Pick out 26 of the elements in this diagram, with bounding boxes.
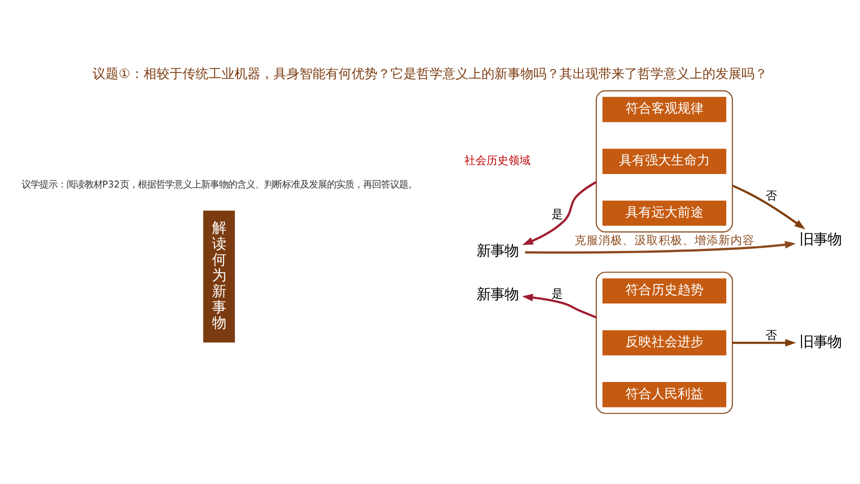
cluster bbox=[596, 272, 733, 414]
edge-label: 克服消极、汲取积极、增添新内容 bbox=[574, 233, 754, 248]
arrow bbox=[732, 339, 796, 347]
node-box: 反映社会进步 bbox=[602, 329, 727, 356]
edge-label: 否 bbox=[765, 328, 778, 342]
edge-label: 否 bbox=[765, 188, 778, 202]
label: 社会历史领域 bbox=[464, 154, 530, 167]
node-text: 新事物 bbox=[476, 286, 518, 303]
label: 议学提示：阅读教材P32页，根据哲学意义上新事物的含义、判断标准及发展的实质，再回答议题。 bbox=[21, 180, 417, 191]
node-text: 旧事物 bbox=[800, 334, 842, 350]
edge-label: 是 bbox=[551, 286, 564, 300]
node-box: 解读何为新事物 bbox=[203, 210, 235, 342]
arrow bbox=[732, 184, 806, 230]
node-text: 旧事物 bbox=[800, 232, 842, 248]
node-box: 符合历史趋势 bbox=[602, 278, 727, 304]
node-box: 符合人民利益 bbox=[602, 381, 727, 408]
diagram-title: 议题①：相较于传统工业机器，具身智能有何优势？它是哲学意义上的新事物吗？其出现带来了哲学意义上的发展吗？ bbox=[92, 67, 768, 82]
node-box: 具有强大生命力 bbox=[602, 148, 727, 175]
node-box: 具有远大前途 bbox=[602, 200, 727, 227]
node-text: 新事物 bbox=[476, 244, 518, 260]
arrow bbox=[525, 240, 796, 254]
edge-label: 是 bbox=[551, 207, 564, 222]
arrow bbox=[522, 294, 597, 318]
cluster bbox=[596, 90, 733, 232]
node-box: 符合客观规律 bbox=[602, 96, 727, 123]
arrow bbox=[522, 181, 597, 245]
